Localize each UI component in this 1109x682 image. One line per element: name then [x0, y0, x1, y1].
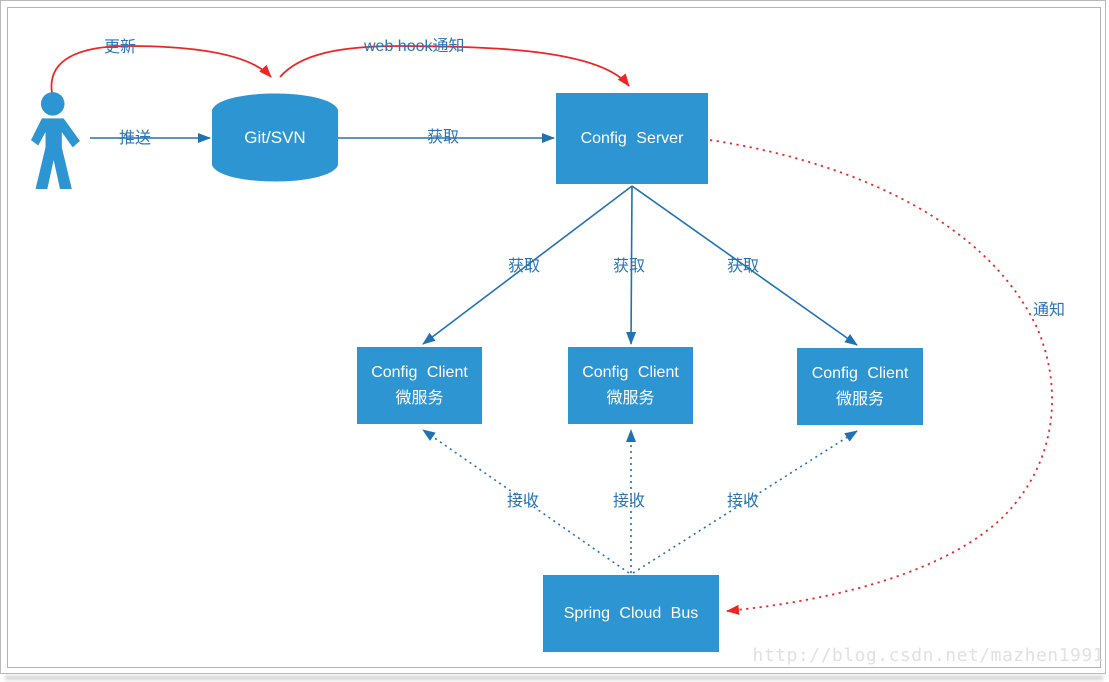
person-icon [31, 92, 80, 190]
edge-label-receive-client-1: 接收 [507, 493, 540, 510]
edge-fetch-client3-arrow [631, 185, 858, 346]
client-3-subtitle: 微服务 [835, 390, 884, 408]
client-2-subtitle: 微服务 [606, 389, 655, 407]
node-git: Git/SVN [212, 86, 338, 189]
edge-label-push: 推送 [119, 130, 152, 147]
git-label: Git/SVN [244, 127, 306, 147]
edge-receive-client3-arrow [632, 430, 858, 574]
edge-label-receive-client-3: 接收 [727, 493, 760, 510]
edge-label-fetch-client-2: 获取 [613, 258, 646, 275]
client-1-title: Config Client [371, 363, 468, 381]
user-actor [31, 91, 89, 191]
node-config-client-3: Config Client 微服务 [797, 348, 923, 425]
edge-update-arrow [50, 45, 272, 94]
node-config-client-2: Config Client 微服务 [568, 347, 693, 424]
edge-fetch-client1-arrow [422, 185, 633, 345]
edge-fetch-client2-arrow [626, 185, 637, 345]
edge-notify-arrow [709, 139, 1053, 615]
edge-label-receive-client-2: 接收 [613, 493, 646, 510]
client-2-title: Config Client [582, 363, 679, 381]
edge-label-fetch-server: 获取 [427, 129, 460, 146]
edge-label-fetch-client-1: 获取 [508, 258, 541, 275]
node-spring-cloud-bus: Spring Cloud Bus [543, 575, 719, 652]
edge-webhook-arrow [279, 45, 630, 87]
edge-label-webhook: web hook通知 [364, 38, 465, 55]
config-server-label: Config Server [580, 129, 684, 147]
node-config-server: Config Server [556, 93, 708, 184]
node-config-client-1: Config Client 微服务 [357, 347, 482, 424]
bus-label: Spring Cloud Bus [563, 604, 699, 622]
cylinder-shape [212, 93, 338, 182]
diagram-canvas-border [7, 7, 1101, 668]
frame-drop-shadow [5, 676, 1103, 682]
client-3-title: Config Client [811, 364, 909, 382]
edge-label-fetch-client-3: 获取 [727, 258, 760, 275]
watermark-url: http://blog.csdn.net/mazhen1991 [752, 645, 1104, 666]
edge-label-update: 更新 [104, 39, 137, 56]
client-1-subtitle: 微服务 [395, 389, 444, 407]
edge-label-notify: 通知 [1033, 302, 1066, 319]
